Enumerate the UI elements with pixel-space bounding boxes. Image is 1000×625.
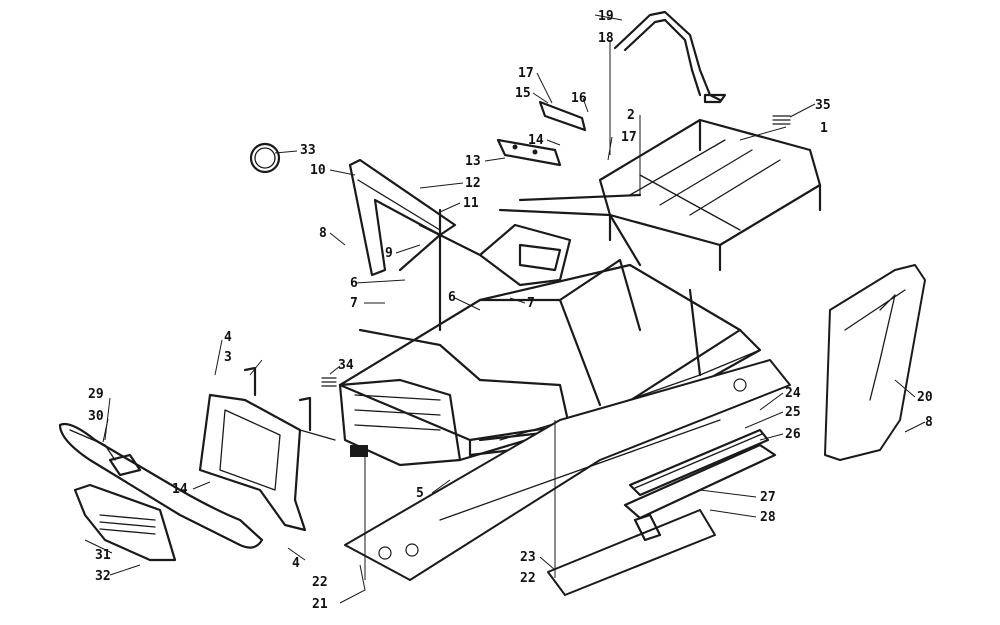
side-panel-10 <box>348 158 457 277</box>
callout-9: 9 <box>385 246 393 261</box>
callout-11: 11 <box>463 196 479 211</box>
callout-34: 34 <box>338 358 354 373</box>
side-panel-20 <box>824 264 926 461</box>
callout-22-right: 22 <box>520 571 536 586</box>
callout-22-left: 22 <box>312 575 328 590</box>
callout-12: 12 <box>465 176 481 191</box>
callout-28: 28 <box>760 510 776 525</box>
floor-plate-21 <box>344 359 791 581</box>
callout-24: 24 <box>785 386 801 401</box>
callout-10: 10 <box>310 163 326 178</box>
callout-14-upper: 14 <box>528 133 544 148</box>
callout-6-lower: 6 <box>448 290 456 305</box>
fastener-35 <box>772 115 791 125</box>
callout-4-lower: 4 <box>292 556 300 571</box>
step-28 <box>633 513 662 542</box>
fastener-34 <box>321 377 337 387</box>
ring-33 <box>249 142 281 174</box>
callout-29: 29 <box>88 387 104 402</box>
callout-15: 15 <box>515 86 531 101</box>
callout-3: 3 <box>224 350 232 365</box>
callout-20: 20 <box>917 390 933 405</box>
callout-18: 18 <box>598 31 614 46</box>
bracket-13-15 <box>496 100 587 167</box>
callout-7-right: 7 <box>527 296 535 311</box>
floor-plate-23 <box>547 509 716 596</box>
callout-8-right: 8 <box>925 415 933 430</box>
callout-6-upper: 6 <box>350 276 358 291</box>
roll-bar-19 <box>613 10 727 104</box>
callout-19: 19 <box>598 9 614 24</box>
callout-33: 33 <box>300 143 316 158</box>
callout-30: 30 <box>88 409 104 424</box>
callout-4-upper: 4 <box>224 330 232 345</box>
front-guard-3 <box>198 366 336 532</box>
callout-35: 35 <box>815 98 831 113</box>
callout-23: 23 <box>520 550 536 565</box>
callout-13: 13 <box>465 154 481 169</box>
callout-26: 26 <box>785 427 801 442</box>
callout-labels: 1 2 3 4 4 5 6 6 7 7 8 8 9 10 11 12 13 14… <box>88 9 933 612</box>
callout-7-left: 7 <box>350 296 358 311</box>
skid-plate-32 <box>73 483 177 562</box>
callout-8-left: 8 <box>319 226 327 241</box>
step-bar-26 <box>623 428 777 520</box>
callout-27: 27 <box>760 490 776 505</box>
callout-17-lower: 17 <box>621 130 637 145</box>
callout-25: 25 <box>785 405 801 420</box>
callout-32: 32 <box>95 569 111 584</box>
callout-21: 21 <box>312 597 328 612</box>
callout-17-upper: 17 <box>518 66 534 81</box>
bumper-29 <box>58 422 264 549</box>
callout-16: 16 <box>571 91 587 106</box>
callout-31: 31 <box>95 548 111 563</box>
callout-2: 2 <box>627 108 635 123</box>
callout-1: 1 <box>820 121 828 136</box>
callout-14-lower: 14 <box>172 482 188 497</box>
leader-lines <box>84 14 926 604</box>
callout-5: 5 <box>416 486 424 501</box>
